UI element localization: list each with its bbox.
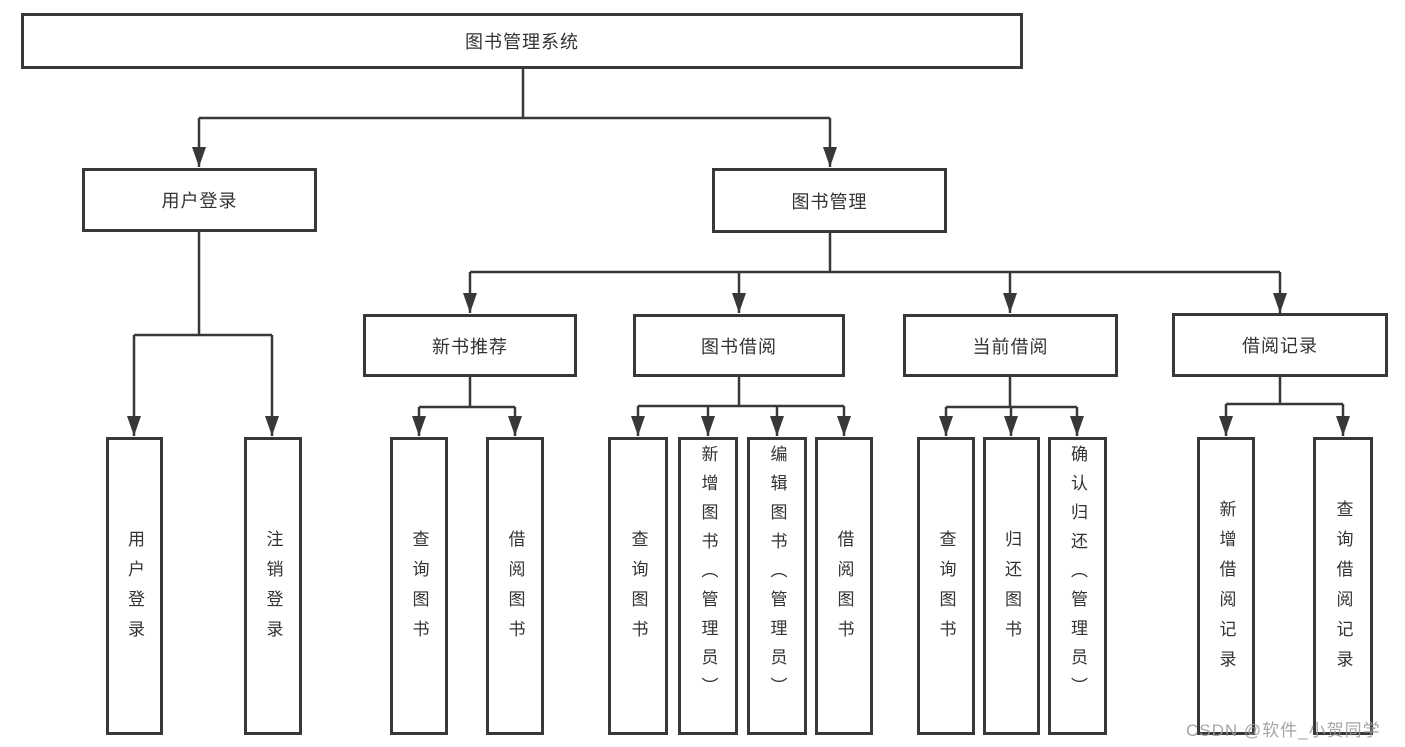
node-label: 确认归还（管理员） <box>1068 445 1087 706</box>
leaf-query-books-2: 查询图书 <box>608 437 668 735</box>
node-library-management-system: 图书管理系统 <box>21 13 1023 69</box>
node-label: 查询图书 <box>936 530 956 650</box>
node-book-borrow: 图书借阅 <box>633 314 845 377</box>
leaf-user-login: 用户登录 <box>106 437 163 735</box>
leaf-query-books-3: 查询图书 <box>917 437 975 735</box>
node-label: 借阅图书 <box>834 530 854 650</box>
node-user-login: 用户登录 <box>82 168 317 232</box>
node-label: 查询图书 <box>409 530 429 650</box>
node-label: 编辑图书（管理员） <box>767 445 787 706</box>
node-current-borrow: 当前借阅 <box>903 314 1118 377</box>
leaf-borrow-books-2: 借阅图书 <box>815 437 873 735</box>
node-label: 新增借阅记录 <box>1216 500 1236 680</box>
node-borrow-records: 借阅记录 <box>1172 313 1388 377</box>
node-label: 新增图书（管理员） <box>698 445 718 706</box>
node-book-management: 图书管理 <box>712 168 947 233</box>
leaf-borrow-books-1: 借阅图书 <box>486 437 544 735</box>
node-label: 查询借阅记录 <box>1333 500 1353 680</box>
leaf-query-borrow-record: 查询借阅记录 <box>1313 437 1373 735</box>
node-label: 图书管理 <box>791 191 868 212</box>
leaf-query-books-1: 查询图书 <box>390 437 448 735</box>
leaf-return-books: 归还图书 <box>983 437 1040 735</box>
leaf-edit-books-admin: 编辑图书（管理员） <box>747 437 807 735</box>
node-label: 归还图书 <box>1002 530 1021 650</box>
node-label: 图书管理系统 <box>465 32 579 52</box>
node-label: 借阅记录 <box>1242 336 1318 356</box>
leaf-add-borrow-record: 新增借阅记录 <box>1197 437 1255 735</box>
node-label: 用户登录 <box>125 530 144 650</box>
node-label: 图书借阅 <box>701 336 777 357</box>
node-label: 查询图书 <box>628 530 648 650</box>
node-label: 新书推荐 <box>432 336 508 357</box>
node-label: 借阅图书 <box>505 530 525 650</box>
node-label: 用户登录 <box>161 191 238 211</box>
leaf-logout: 注销登录 <box>244 437 302 735</box>
node-label: 当前借阅 <box>972 336 1049 357</box>
csdn-watermark: CSDN @软件_小贺同学 <box>1186 721 1381 740</box>
node-new-book-recommend: 新书推荐 <box>363 314 577 377</box>
leaf-add-books-admin: 新增图书（管理员） <box>678 437 738 735</box>
node-label: 注销登录 <box>263 530 283 650</box>
leaf-confirm-return-admin: 确认归还（管理员） <box>1048 437 1107 735</box>
